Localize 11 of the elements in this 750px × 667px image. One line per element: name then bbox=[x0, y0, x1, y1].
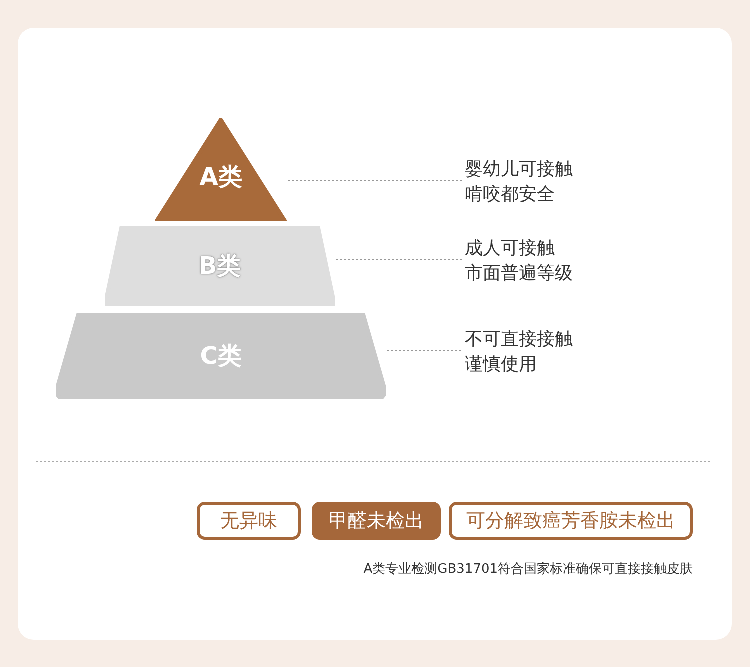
pyramid-tier: A类 bbox=[155, 118, 287, 221]
description-text: 婴幼儿可接触啃咬都安全 bbox=[465, 157, 573, 207]
feature-tag: 可分解致癌芳香胺未检出 bbox=[449, 502, 693, 540]
description-text: 成人可接触市面普遍等级 bbox=[465, 236, 573, 286]
leader-line bbox=[288, 180, 464, 182]
description-text: 不可直接接触谨慎使用 bbox=[465, 327, 573, 377]
footnote-text: A类专业检测GB31701符合国家标准确保可直接接触皮肤 bbox=[364, 561, 693, 578]
feature-tag: 甲醛未检出 bbox=[312, 502, 441, 540]
leader-line bbox=[386, 350, 464, 352]
feature-tag: 无异味 bbox=[197, 502, 301, 540]
pyramid-tier: B类 bbox=[105, 226, 335, 306]
